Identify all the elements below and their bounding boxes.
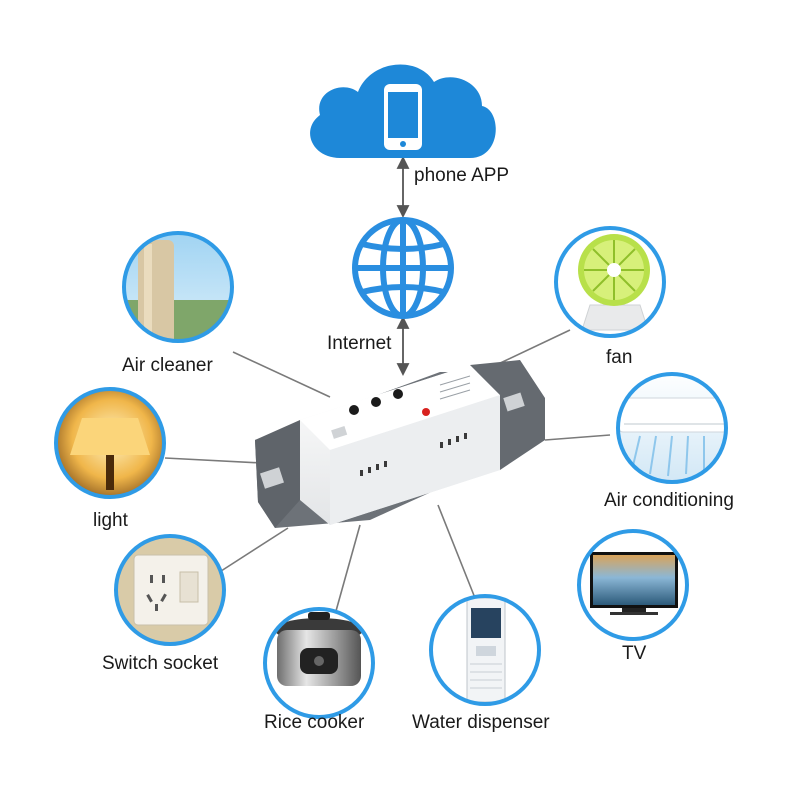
double-arrow-cloud-internet [396,155,410,219]
phone-app-label: phone APP [414,165,510,186]
smartphone-icon [384,84,422,150]
device-label-switch-socket: Switch socket [102,653,219,674]
rice-cooker-image [263,607,375,719]
device-label-air-cleaner: Air cleaner [122,355,213,376]
globe-icon [352,217,454,319]
device-label-light: light [93,510,128,531]
air-conditioner-image [616,372,728,484]
air-cleaner-image [122,231,234,343]
device-label-tv: TV [622,643,647,664]
status-led [422,408,430,416]
lamp-image [54,387,166,499]
wall-socket-image [114,534,226,646]
double-arrow-internet-module [396,315,410,377]
fan-image [554,226,666,338]
connector-lines [164,329,611,612]
device-label-water-dispenser: Water dispenser [412,712,550,733]
device-label-rice-cooker: Rice cooker [264,712,365,733]
device-label-air-conditioning: Air conditioning [604,490,734,511]
wifi-switch-module [255,360,545,528]
cloud-icon [310,64,496,158]
water-dispenser-image [429,594,541,706]
internet-label: Internet [327,333,392,354]
device-label-fan: fan [606,347,633,368]
module-buttons [349,389,403,415]
tv-image [577,529,689,641]
